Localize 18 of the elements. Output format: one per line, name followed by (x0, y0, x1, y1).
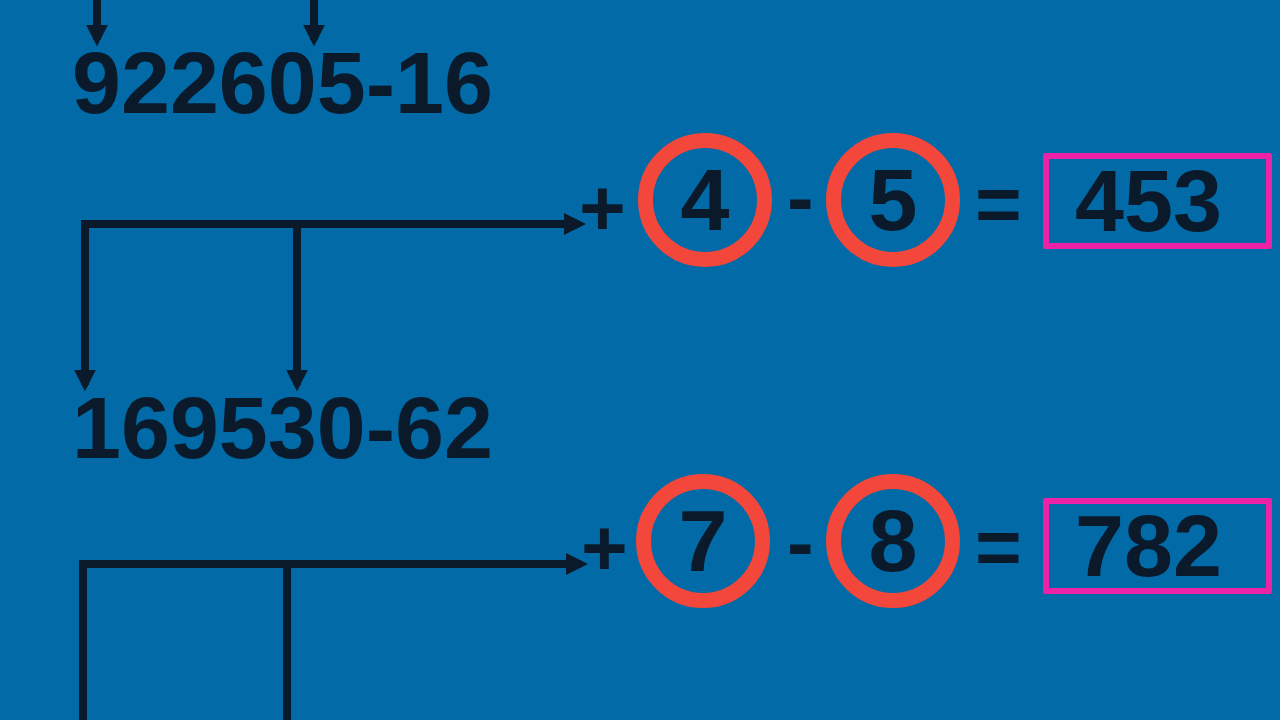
digit-sequence: 169530-62 (72, 385, 493, 464)
bracket-arrow (286, 213, 586, 392)
plus-sign: + (581, 516, 628, 580)
result-box: 453 (1043, 153, 1272, 249)
circled-digit: 5 (826, 133, 960, 267)
circled-digit: 4 (638, 133, 772, 267)
circled-digit: 7 (636, 474, 770, 608)
arrow (86, 0, 108, 47)
equals-sign: = (975, 172, 1022, 236)
arrow (303, 0, 325, 47)
bracket-arrow (283, 553, 588, 720)
equals-sign: = (975, 515, 1022, 579)
minus-sign: - (787, 166, 814, 230)
plus-sign: + (579, 176, 626, 240)
circled-digit: 8 (826, 474, 960, 608)
minus-sign: - (787, 511, 814, 575)
digit-sequence: 922605-16 (72, 40, 493, 119)
result-box: 782 (1043, 498, 1272, 594)
